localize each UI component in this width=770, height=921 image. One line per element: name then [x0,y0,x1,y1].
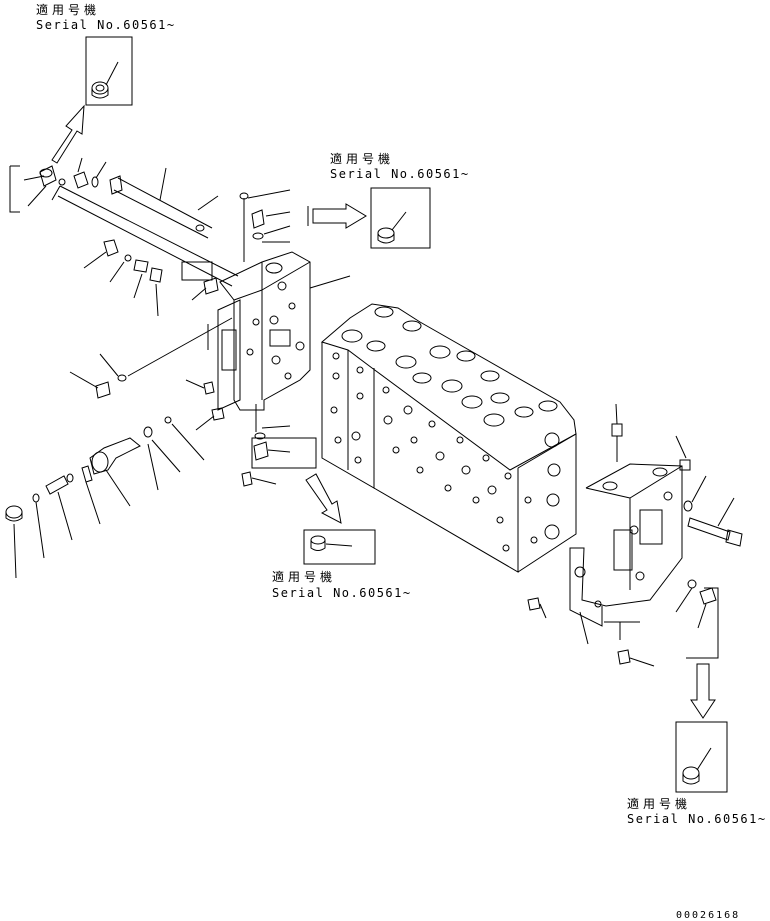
right-end-section [570,464,682,640]
callout-box-3 [304,530,375,564]
callout-1-serial: Serial No.60561~ [36,18,176,32]
main-valve-block [322,304,576,572]
plug-icon [92,82,108,98]
arrow-up-callout-1 [52,106,84,163]
callout-1-applicable-units: 適用号機 [36,3,101,17]
callout-3-applicable-units: 適用号機 [272,570,337,584]
tie-bolt-top [110,168,212,238]
parts-left-stack [6,158,232,578]
drawing-number: 00026168 [676,910,741,921]
parts-upper-middle [196,190,350,288]
arrow-right-callout-2 [308,204,366,228]
plug-icon [311,536,325,551]
callout-4-serial: Serial No.60561~ [627,812,767,826]
callout-4-applicable-units: 適用号機 [627,797,692,811]
callout-3-serial: Serial No.60561~ [272,586,412,600]
parts-right [528,404,742,666]
callout-box-4 [676,722,727,792]
plug-icon [683,767,699,784]
callout-2-applicable-units: 適用号機 [330,152,395,166]
arrow-down-callout-4 [691,664,715,718]
arrow-down-callout-3 [306,474,341,523]
plug-icon [378,228,394,243]
left-end-section [208,252,310,410]
callout-box-2 [371,188,430,248]
callout-box-1 [86,37,132,105]
parts-lower-middle [242,404,316,486]
callout-2-serial: Serial No.60561~ [330,167,470,181]
tie-bolt-long-lines [58,186,238,286]
